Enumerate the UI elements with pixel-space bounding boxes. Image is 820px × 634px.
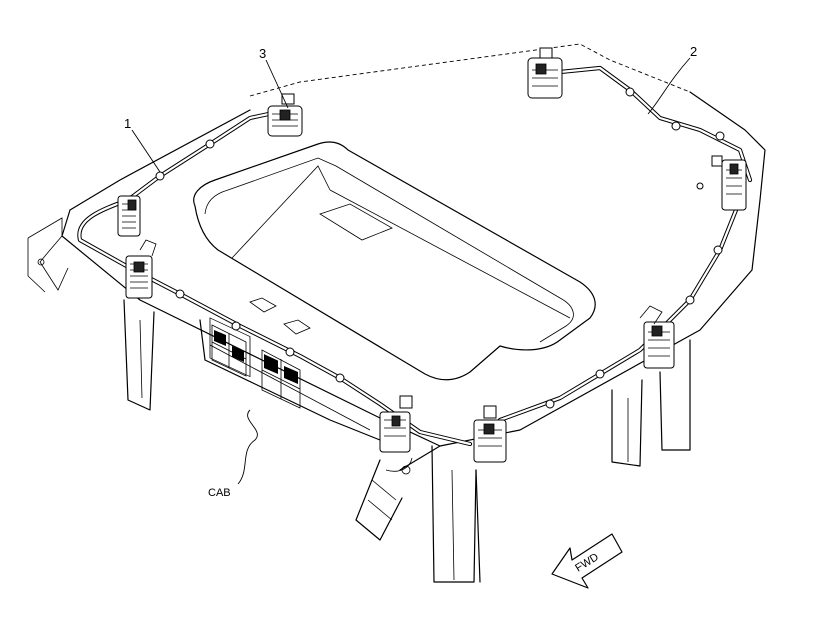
connector-rear-right [527, 47, 563, 99]
roof-recess [193, 141, 596, 381]
connector-right-side [711, 155, 747, 211]
fwd-arrow: FWD [551, 533, 623, 589]
wiring-harness [77, 65, 753, 447]
connectors [117, 47, 747, 463]
callout-1: 1 [124, 116, 131, 131]
harness-clips [155, 87, 725, 409]
callout-2: 2 [690, 44, 697, 59]
connector-front-left-lower [125, 239, 157, 299]
connector-front-left-upper [117, 195, 141, 237]
connector-rear-left [267, 93, 303, 137]
callout-3: 3 [259, 46, 266, 61]
connector-front-center-left [379, 395, 413, 453]
connector-front-center-right [473, 405, 507, 463]
callout-leaders [131, 57, 691, 485]
cab-label: CAB [208, 487, 231, 499]
front-panel-grid [209, 297, 311, 409]
cab-structure [123, 299, 691, 583]
connector-front-right [639, 305, 675, 369]
cab-roof-outline [27, 43, 766, 447]
fwd-label: FWD [573, 551, 601, 574]
